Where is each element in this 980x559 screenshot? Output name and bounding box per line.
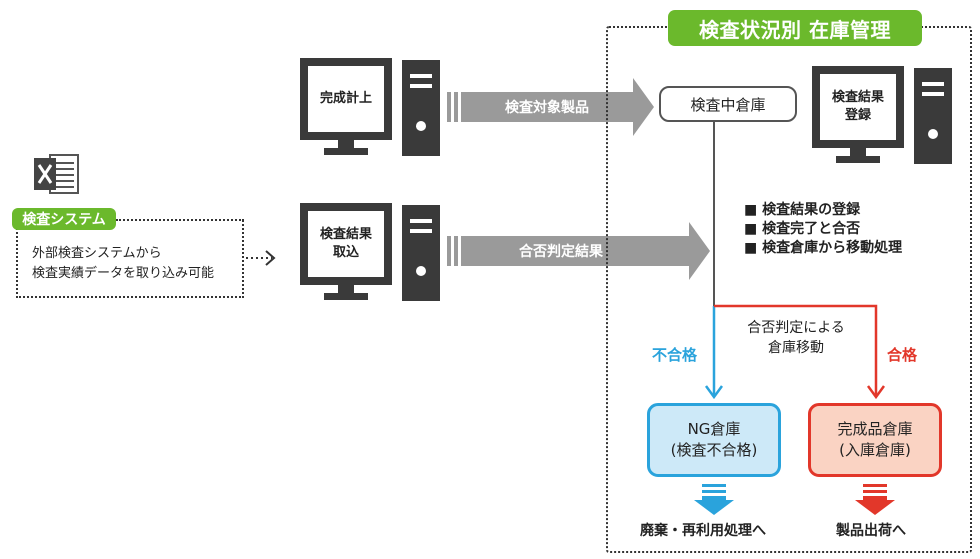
region-title: 検査状況別 在庫管理 [668,10,922,46]
computer-import-icon [300,203,440,301]
computer-completion-icon [300,58,440,156]
move-note-line-2: 倉庫移動 [768,340,824,356]
arrow-judgement-result [447,222,710,280]
warehouse-ok-line-2: (入庫倉庫) [839,441,911,459]
import-connector [246,250,276,266]
step-item: ■ 検査結果の登録 [744,202,861,218]
register-label-line-1: 検査結果 [831,90,884,105]
warehouse-ok-line-1: 完成品倉庫 [837,420,913,438]
move-note-line-1: 合否判定による [747,320,845,336]
flow-lines [704,122,886,400]
completion-label-text: 完成計上 [319,91,372,106]
destination-ok: 製品出荷へ [836,523,906,539]
system-desc-line-1: 外部検査システムから [32,246,162,261]
system-desc-top-border [116,219,244,221]
computer-import-label: 検査結果 取込 [308,211,384,277]
step-item: ■ 検査倉庫から移動処理 [744,240,903,256]
arrow-judgement-result-label: 合否判定結果 [519,244,603,260]
computer-completion-label: 完成計上 [308,66,384,132]
computer-register-icon [812,66,952,164]
branch-pass-label: 合格 [887,346,918,364]
system-desc-line-2: 検査実績データを取り込み可能 [32,266,215,281]
move-note: 合否判定による 倉庫移動 [736,318,856,358]
warehouse-ng-line-1: NG倉庫 [687,420,741,438]
warehouse-inspecting: 検査中倉庫 [659,86,797,122]
system-badge: 検査システム [12,208,116,230]
branch-fail-label: 不合格 [652,346,698,364]
warehouse-ng-line-2: (検査不合格) [670,441,758,459]
arrow-target-products [447,78,654,136]
computer-register-label: 検査結果 登録 [820,74,896,140]
step-item: ■ 検査完了と合否 [744,221,861,237]
system-description-box: 外部検査システムから 検査実績データを取り込み可能 [16,220,244,298]
warehouse-ng: NG倉庫 (検査不合格) [647,403,781,477]
excel-icon [34,154,79,194]
arrow-down-red [855,484,895,515]
arrow-target-products-label: 検査対象製品 [505,100,589,116]
destination-ng: 廃棄・再利用処理へ [640,523,766,539]
import-label-line-2: 取込 [332,245,359,260]
steps-list: ■ 検査結果の登録 ■ 検査完了と合否 ■ 検査倉庫から移動処理 [744,201,902,258]
warehouse-ok: 完成品倉庫 (入庫倉庫) [808,403,942,477]
import-label-line-1: 検査結果 [319,227,372,242]
register-label-line-2: 登録 [844,108,871,123]
arrow-down-blue [694,484,734,515]
